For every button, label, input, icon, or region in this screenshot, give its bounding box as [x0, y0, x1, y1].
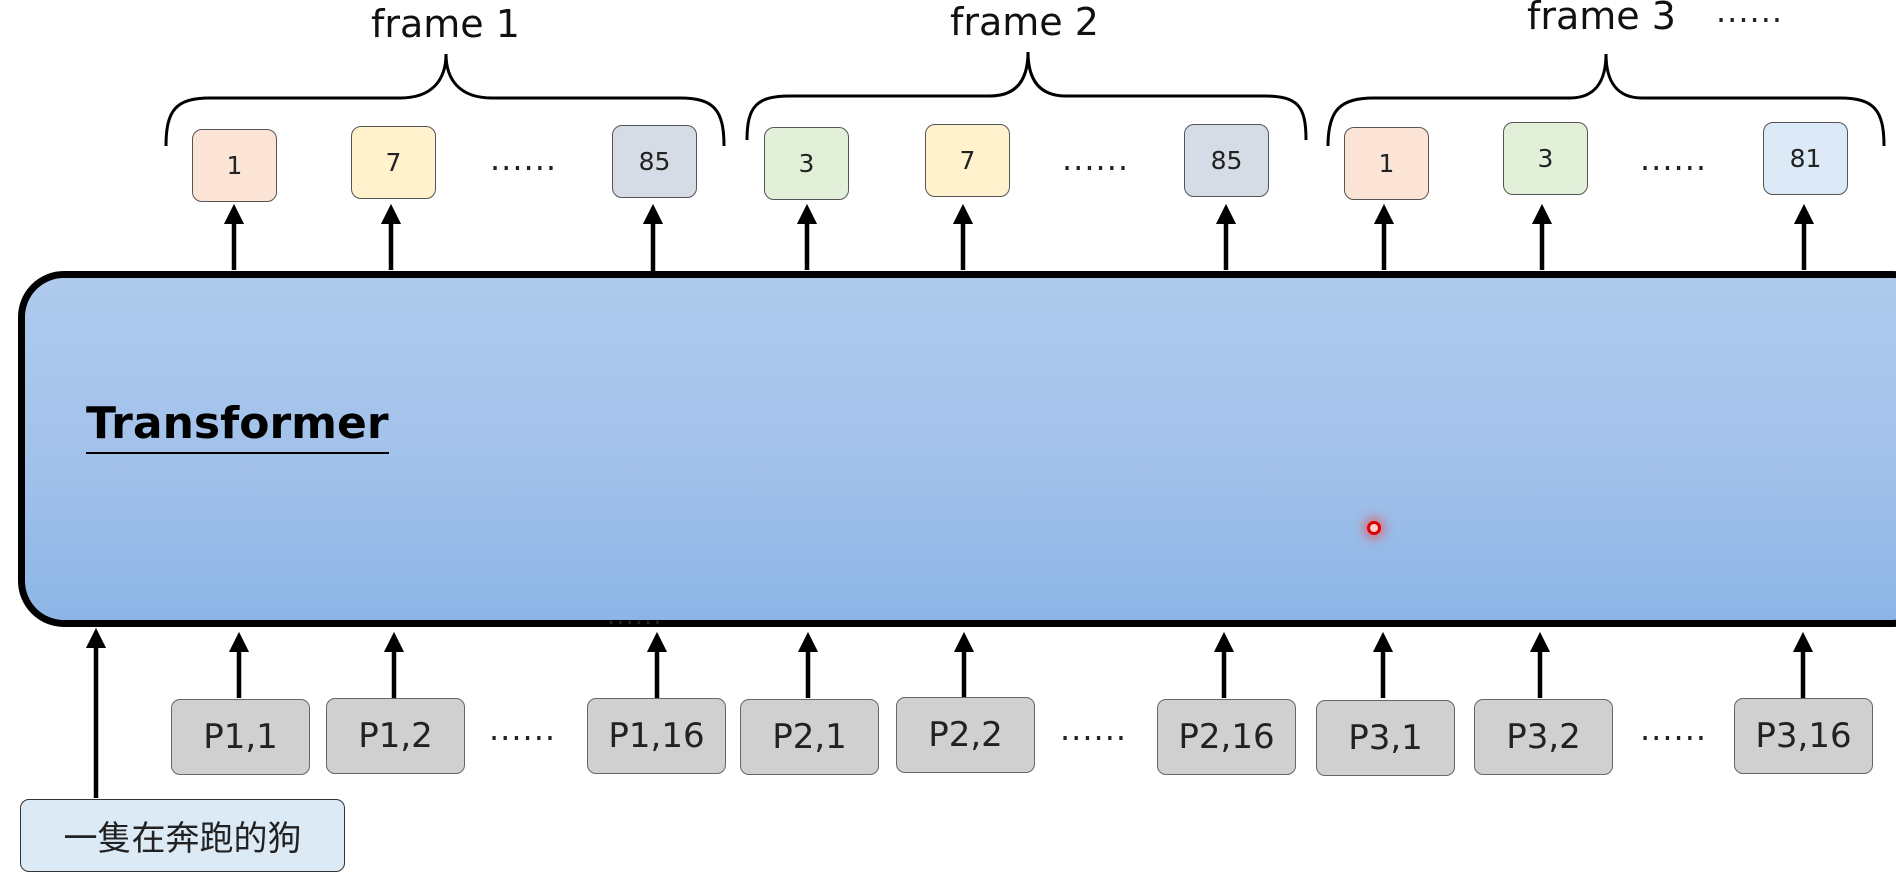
- frame-2-label: frame 2: [950, 0, 1099, 44]
- brace-frame-3: [1326, 53, 1886, 147]
- patch-ellipsis: ......: [1060, 710, 1128, 748]
- brace-frame-1: [164, 53, 726, 147]
- transformer-bottom-ellipsis: ......: [607, 601, 663, 631]
- text-prompt-box: 一隻在奔跑的狗: [20, 799, 345, 872]
- input-arrows: [85, 627, 1814, 798]
- transformer-label: Transformer: [86, 399, 389, 455]
- frame-1-token: 1: [192, 129, 277, 202]
- patch-ellipsis: ......: [489, 710, 557, 748]
- frame-3-token: 1: [1344, 127, 1429, 200]
- frame-2-token: 7: [925, 124, 1010, 197]
- patch-token: P2,1: [740, 699, 879, 775]
- patch-token: P3,16: [1734, 698, 1873, 774]
- patch-token: P2,2: [896, 697, 1035, 773]
- patch-token: P3,2: [1474, 699, 1613, 775]
- patch-token: P1,1: [171, 699, 310, 775]
- frame-2-token-ellipsis: ......: [1062, 140, 1130, 178]
- frame-1-label: frame 1: [371, 2, 520, 46]
- frame-1-token-ellipsis: ......: [490, 140, 558, 178]
- frame-2-token: 3: [764, 127, 849, 200]
- frame-2-token: 85: [1184, 124, 1269, 197]
- frame-3-label: frame 3: [1527, 0, 1676, 38]
- frame-3-token: 3: [1503, 122, 1588, 195]
- laser-pointer-dot: [1367, 521, 1381, 535]
- transformer-block: [18, 271, 1896, 627]
- patch-ellipsis: ......: [1640, 710, 1708, 748]
- patch-token: P2,16: [1157, 699, 1296, 775]
- frame-1-token: 85: [612, 125, 697, 198]
- frame-1-token: 7: [351, 126, 436, 199]
- more-frames-ellipsis: ......: [1716, 0, 1784, 30]
- patch-token: P1,16: [587, 698, 726, 774]
- patch-token: P3,1: [1316, 700, 1455, 776]
- output-arrows: [223, 203, 1815, 276]
- patch-token: P1,2: [326, 698, 465, 774]
- brace-frame-2: [745, 51, 1308, 141]
- frame-3-token-ellipsis: ......: [1640, 140, 1708, 178]
- frame-3-token: 81: [1763, 122, 1848, 195]
